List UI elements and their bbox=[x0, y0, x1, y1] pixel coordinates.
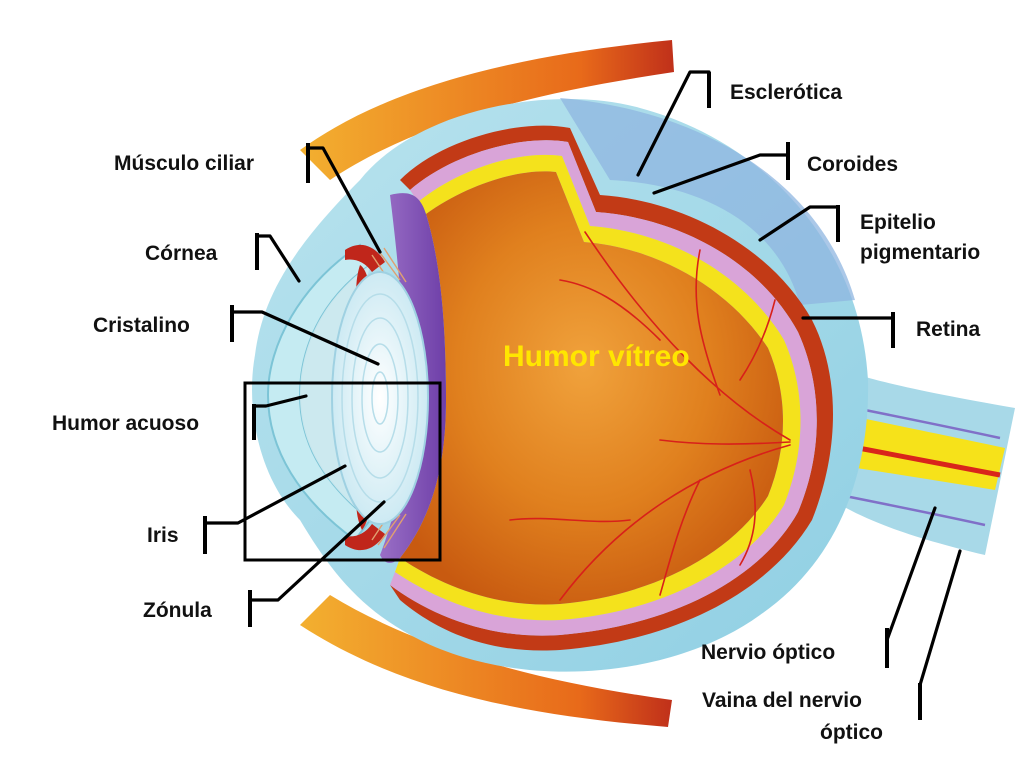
svg-text:Iris: Iris bbox=[147, 524, 179, 547]
label-cornea: Córnea bbox=[145, 233, 301, 283]
retina-layer bbox=[395, 154, 801, 621]
label-retina: Retina bbox=[801, 312, 981, 348]
zonule-fibers bbox=[371, 247, 407, 549]
label-musculo-ciliar: Músculo ciliar bbox=[114, 143, 382, 254]
svg-text:Retina: Retina bbox=[916, 318, 981, 341]
svg-text:Córnea: Córnea bbox=[145, 242, 218, 265]
svg-text:Humor acuoso: Humor acuoso bbox=[52, 412, 199, 435]
vitreous-humor bbox=[400, 171, 783, 605]
pigment-epithelium-layer bbox=[390, 140, 817, 636]
label-esclerotica: Esclerótica bbox=[636, 70, 842, 177]
svg-text:Esclerótica: Esclerótica bbox=[730, 81, 842, 104]
anterior-segment-highlight-box bbox=[243, 381, 442, 562]
svg-text:Zónula: Zónula bbox=[143, 599, 212, 622]
label-iris: Iris bbox=[147, 464, 347, 554]
svg-text:óptico: óptico bbox=[820, 721, 883, 744]
retinal-blood-vessels bbox=[509, 231, 791, 601]
aqueous-humor bbox=[300, 265, 370, 520]
label-zonula: Zónula bbox=[143, 500, 386, 627]
svg-text:pigmentario: pigmentario bbox=[860, 241, 980, 264]
label-humor-acuoso: Humor acuoso bbox=[52, 394, 308, 440]
svg-text:Epitelio: Epitelio bbox=[860, 211, 936, 234]
svg-text:Nervio óptico: Nervio óptico bbox=[701, 641, 835, 664]
vitreous-humor-label: Humor vítreo bbox=[503, 340, 690, 373]
svg-text:Coroides: Coroides bbox=[807, 153, 898, 176]
label-vaina-nervio-optico: Vaina del nervio óptico bbox=[702, 549, 962, 744]
label-coroides: Coroides bbox=[652, 142, 898, 195]
label-cristalino: Cristalino bbox=[93, 305, 380, 366]
lower-eye-muscle bbox=[300, 595, 672, 727]
svg-text:Músculo ciliar: Músculo ciliar bbox=[114, 152, 254, 175]
svg-text:Vaina del nervio: Vaina del nervio bbox=[702, 689, 862, 712]
svg-text:Cristalino: Cristalino bbox=[93, 314, 190, 337]
label-nervio-optico: Nervio óptico bbox=[701, 506, 937, 668]
label-epitelio-pigmentario: Epitelio pigmentario bbox=[758, 205, 980, 264]
crystalline-lens bbox=[331, 271, 429, 525]
